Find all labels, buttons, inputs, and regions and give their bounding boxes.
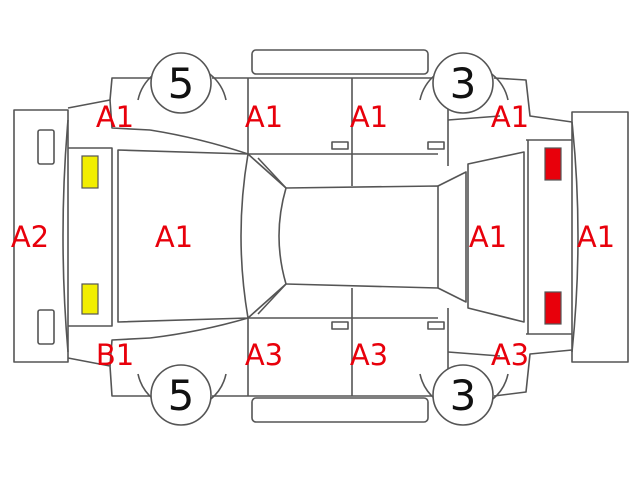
code-rear-door-right: A3 — [350, 338, 388, 372]
code-front-door-left: A1 — [245, 100, 283, 134]
car-body — [67, 77, 573, 397]
code-rear-fender-right: A3 — [491, 338, 529, 372]
tire-label-rear-right: 3 — [450, 371, 477, 420]
code-rear-hatch: A1 — [469, 220, 507, 254]
rear-lamp-marker-top — [544, 147, 562, 181]
side-skirt-top — [251, 49, 429, 75]
tire-label-front-right: 3 — [450, 59, 477, 108]
code-front-fender-right: B1 — [96, 338, 134, 372]
code-front-door-right: A3 — [245, 338, 283, 372]
tire-front-right-circle — [432, 52, 494, 114]
code-rear-door-left: A1 — [350, 100, 388, 134]
code-front-bumper: A2 — [11, 220, 49, 254]
front-bumper — [13, 109, 69, 363]
tire-label-front-left: 5 — [168, 59, 195, 108]
tire-front-left-circle — [150, 52, 212, 114]
front-lamp-marker-bottom — [81, 283, 99, 315]
tire-rear-right-circle — [432, 364, 494, 426]
front-lamp-marker-top — [81, 155, 99, 189]
tire-rear-left-circle — [150, 364, 212, 426]
rear-lamp-marker-bottom — [544, 291, 562, 325]
code-rear-fender-left: A1 — [491, 100, 529, 134]
code-rear-bumper: A1 — [577, 220, 615, 254]
code-hood: A1 — [155, 220, 193, 254]
tire-label-rear-left: 5 — [168, 371, 195, 420]
rear-bumper — [571, 111, 629, 363]
code-front-fender-left: A1 — [96, 100, 134, 134]
side-skirt-bottom — [251, 397, 429, 423]
